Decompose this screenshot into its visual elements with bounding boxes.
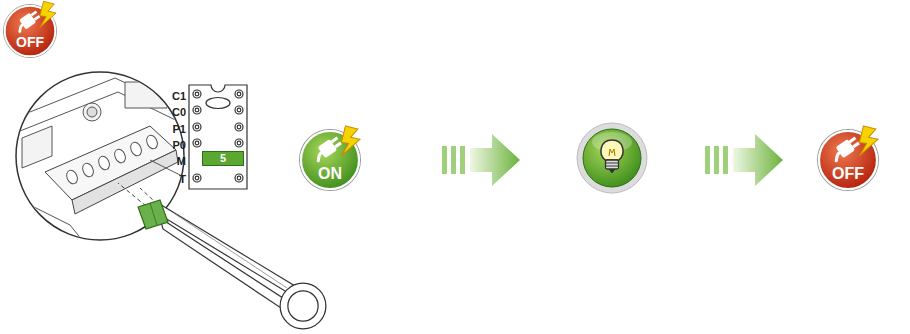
terminal-block bbox=[189, 85, 247, 189]
jumper-tool bbox=[138, 200, 322, 325]
terminal-label-holder: M bbox=[177, 151, 186, 169]
terminal-label-holder: P1 bbox=[173, 119, 186, 137]
terminal-label-holder: T bbox=[179, 169, 186, 187]
power-on-icon: ON bbox=[299, 129, 361, 191]
lamp-icon bbox=[577, 123, 647, 193]
power-off-icon: OFF bbox=[817, 129, 879, 191]
power-state-text: OFF bbox=[3, 34, 57, 51]
terminal-label-holder: C0 bbox=[172, 102, 186, 120]
power-off-icon: OFF bbox=[3, 4, 57, 58]
position-number: 5 bbox=[203, 152, 243, 165]
terminal-label: C1 bbox=[172, 90, 186, 102]
flow-arrow bbox=[705, 134, 783, 186]
terminal-label: P1 bbox=[173, 123, 186, 135]
terminal-label: C0 bbox=[172, 106, 186, 118]
jumper-position-bar: 5 bbox=[202, 151, 244, 166]
terminal-label-holder: P0 bbox=[173, 135, 186, 153]
terminal-label: P0 bbox=[173, 139, 186, 151]
power-state-text: ON bbox=[299, 164, 361, 183]
flow-arrow bbox=[442, 134, 520, 186]
terminal-label: M bbox=[177, 155, 186, 167]
terminal-label-holder: C1 bbox=[172, 86, 186, 104]
terminal-label: T bbox=[179, 173, 186, 185]
power-state-text: OFF bbox=[817, 164, 879, 183]
